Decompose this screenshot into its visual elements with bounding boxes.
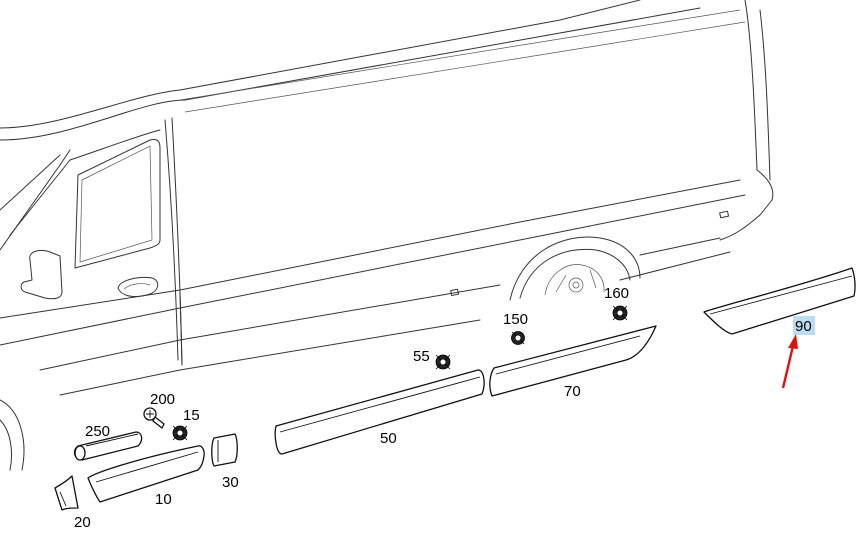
label-70: 70 (564, 383, 581, 400)
part-200[interactable] (143, 407, 165, 429)
highlight-box-90 (793, 316, 815, 335)
part-90[interactable] (703, 267, 856, 335)
part-250[interactable] (73, 431, 143, 461)
label-20: 20 (74, 514, 91, 531)
part-30[interactable] (211, 433, 238, 467)
label-200: 200 (150, 391, 175, 408)
label-90: 90 (795, 318, 812, 335)
label-150: 150 (503, 311, 528, 328)
part-10[interactable] (87, 445, 205, 503)
part-160[interactable] (612, 305, 628, 321)
part-70[interactable] (489, 325, 657, 397)
part-20[interactable] (54, 475, 79, 511)
label-160: 160 (604, 285, 629, 302)
label-30: 30 (222, 474, 239, 491)
pointer-arrow (781, 334, 798, 389)
label-250: 250 (85, 423, 110, 440)
label-55: 55 (413, 348, 430, 365)
part-150[interactable] (511, 331, 525, 345)
part-55[interactable] (435, 354, 451, 370)
part-15[interactable] (172, 425, 188, 441)
part-50[interactable] (274, 369, 485, 455)
label-50: 50 (380, 430, 397, 447)
label-10: 10 (155, 491, 172, 508)
van-outline (0, 0, 774, 471)
label-15: 15 (183, 407, 200, 424)
